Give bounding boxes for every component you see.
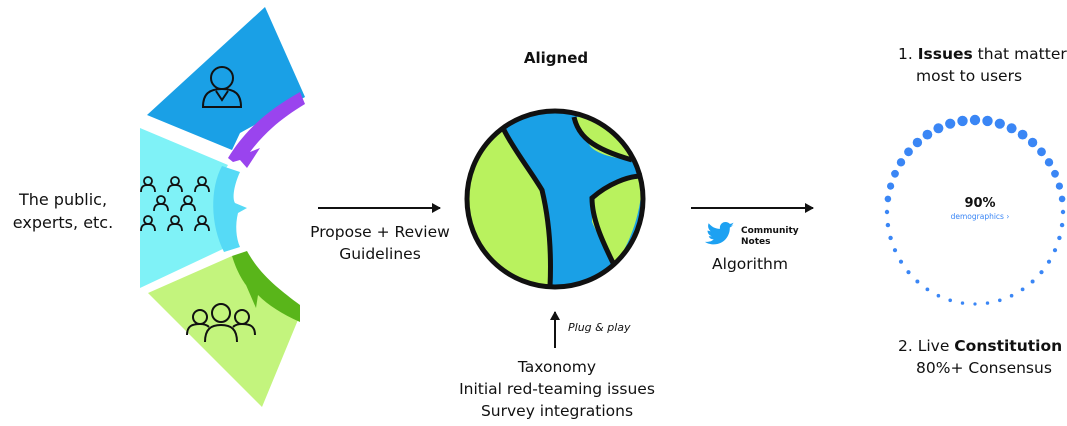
- fan-segment-public: [140, 128, 228, 288]
- consensus-ring: [884, 114, 1066, 306]
- ring-dot: [904, 147, 913, 157]
- ring-dot: [885, 222, 891, 228]
- constitution-output: 2. Live Constitution 80%+ Consensus: [898, 337, 1063, 377]
- person-icon: [201, 66, 243, 108]
- aligned-title: Aligned: [523, 49, 589, 67]
- ring-dot: [925, 287, 930, 292]
- input-surveys: Survey integrations: [480, 402, 634, 420]
- inputs-list: Taxonomy Initial red-teaming issues Surv…: [432, 356, 682, 422]
- ring-dot: [1039, 270, 1044, 275]
- fan-segment-community: [148, 256, 300, 407]
- ring-caption: demographics ›: [950, 212, 1010, 221]
- ring-dot: [1059, 222, 1065, 228]
- stakeholder-fan: [140, 7, 335, 407]
- ring-dot: [982, 115, 993, 127]
- ring-dot: [998, 298, 1002, 303]
- ring-dot: [1055, 182, 1063, 190]
- issues-output: 1. Issues that matter most to users: [898, 45, 1067, 85]
- public-label: The public,experts, etc.: [12, 190, 114, 232]
- ring-dot: [1057, 235, 1062, 241]
- ring-dot: [884, 195, 892, 203]
- ring-dot: [922, 129, 933, 140]
- ring-dot: [933, 123, 944, 134]
- ring-dot: [994, 118, 1005, 129]
- input-taxonomy: Taxonomy: [517, 358, 597, 376]
- ring-dot: [985, 301, 990, 305]
- ring-dot: [945, 118, 956, 129]
- ring-dot: [973, 302, 977, 306]
- ring-dot: [1030, 279, 1035, 284]
- ring-dot: [1006, 123, 1017, 134]
- ring-dot: [960, 301, 965, 305]
- ring-dot: [1020, 287, 1025, 292]
- fan-accent-green: [232, 251, 300, 322]
- ring-dot: [948, 298, 952, 303]
- ring-dot: [1009, 293, 1014, 298]
- group-icon: [186, 303, 256, 343]
- plug-label: Plug & play: [568, 321, 631, 334]
- ring-dot: [912, 137, 923, 148]
- ring-dot: [1017, 129, 1028, 140]
- twitter-bird-icon: [705, 222, 735, 245]
- ring-dot: [891, 169, 899, 178]
- fan-segment-expert: [147, 7, 305, 150]
- ring-dot: [906, 270, 911, 275]
- constitution-bold: Constitution: [954, 337, 1063, 355]
- ring-percent: 90%: [964, 196, 996, 211]
- ring-dot: [957, 115, 968, 127]
- ring-dot: [915, 279, 920, 284]
- issues-bold: Issues: [917, 45, 973, 63]
- ring-dot: [1060, 209, 1066, 215]
- ring-dot: [1051, 169, 1059, 178]
- ring-dot: [1058, 195, 1066, 203]
- ring-dot: [888, 235, 893, 241]
- ring-dot: [1027, 137, 1038, 148]
- ring-dot: [884, 209, 890, 215]
- ring-dot: [969, 114, 981, 126]
- fan-accent-cyan: [213, 166, 247, 252]
- ring-dot: [887, 182, 895, 190]
- crowd-icon: [140, 176, 210, 232]
- ring-dot: [896, 158, 906, 167]
- ring-dot: [898, 259, 904, 264]
- ring-dot: [1046, 259, 1052, 264]
- input-red-teaming: Initial red-teaming issues: [459, 380, 655, 398]
- ring-dot: [1052, 248, 1058, 253]
- ring-dot: [936, 293, 941, 298]
- algorithm-label: Algorithm: [712, 255, 788, 273]
- ring-dot: [892, 248, 898, 253]
- globe-icon: [464, 108, 646, 290]
- fan-accent-purple: [228, 92, 305, 168]
- ring-dot: [1037, 147, 1046, 157]
- ring-dot: [1044, 158, 1054, 167]
